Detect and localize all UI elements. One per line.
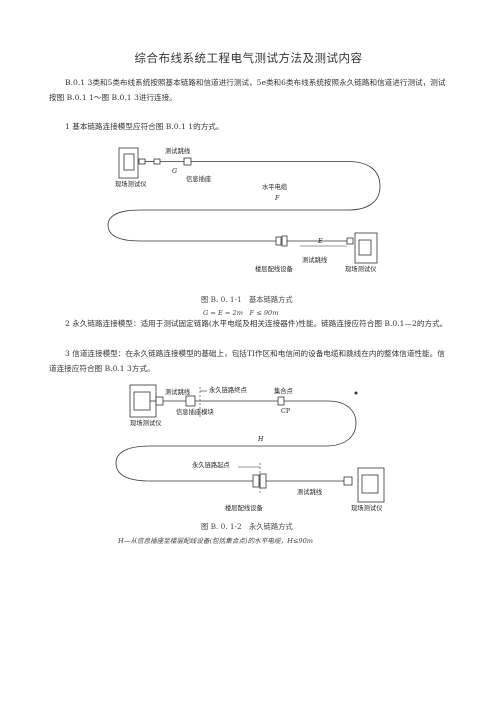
fig1-label-tester-left: 现场测试仪 bbox=[115, 181, 147, 188]
fig2-label-h: H bbox=[258, 436, 264, 443]
paragraph-basic-link: 1 基本链路连接模型应符合图 B.0.1 1的方式。 bbox=[65, 122, 224, 131]
fig1-label-distributor: 楼层配线设备 bbox=[255, 266, 293, 273]
fig2-label-tester-right: 现场测试仪 bbox=[351, 505, 383, 512]
fig2-label-cord-top: 测试跳线 bbox=[165, 389, 191, 396]
paragraph-intro: B.0.1 3类和5类布线系统按照基本链路和信道进行测试，5e类和6类布线系统按… bbox=[49, 78, 446, 102]
fig2-label-cord-bottom: 测试跳线 bbox=[297, 489, 323, 496]
fig1-label-g: G bbox=[172, 168, 178, 175]
paragraph-permanent-link: 2 永久链路连接模型：适用于测试固定链路(水平电缆及相关连接器件)性能。链路连接… bbox=[65, 319, 448, 328]
fig1-label-hcable: 水平电缆 bbox=[262, 184, 288, 191]
paragraph-channel: 3 信道连接模型：在永久链路连接模型的基础上，包括TI作区和电信间的设备电缆和跳… bbox=[49, 349, 445, 373]
figure2-caption: 图 B. 0. 1-2 永久链路方式 bbox=[201, 522, 293, 531]
figure1-subcaption: G = E = 2m F ≤ 90m bbox=[203, 309, 279, 317]
page-title: 综合布线系统工程电气测试方法及测试内容 bbox=[134, 51, 363, 65]
fig1-label-cord-bottom: 测试跳线 bbox=[302, 257, 328, 264]
outlet-module-box bbox=[185, 395, 196, 407]
fig2-label-tester-left: 现场测试仪 bbox=[130, 420, 162, 427]
figure1-caption: 图 B. 0. 1-1 基本链路方式 bbox=[201, 295, 293, 304]
fig2-label-cp: 集合点 bbox=[274, 388, 293, 395]
distributor-box bbox=[259, 473, 267, 489]
figure2-subcaption: H—从信息插座至楼层配线设备(包括集合点)的水平电缆，H≤90m bbox=[118, 537, 314, 545]
cp-box bbox=[277, 396, 285, 406]
fig2-label-distributor: 楼层配线设备 bbox=[225, 505, 263, 512]
fig1-label-e: E bbox=[318, 238, 323, 245]
fig2-label-outlet: 信息插座模块 bbox=[176, 409, 214, 416]
fig2-label-start-point: 永久链路起点 bbox=[192, 462, 230, 469]
fig2-label-cp-abbr: CP bbox=[281, 408, 291, 415]
fig1-label-cord-top: 测试跳线 bbox=[165, 148, 191, 155]
fig1-label-f: F bbox=[275, 195, 280, 202]
fig2-label-end-point: 永久链路终点 bbox=[209, 387, 247, 394]
fig1-label-outlet: 信息插座 bbox=[186, 176, 212, 183]
fig1-label-tester-right: 现场测试仪 bbox=[345, 266, 377, 273]
